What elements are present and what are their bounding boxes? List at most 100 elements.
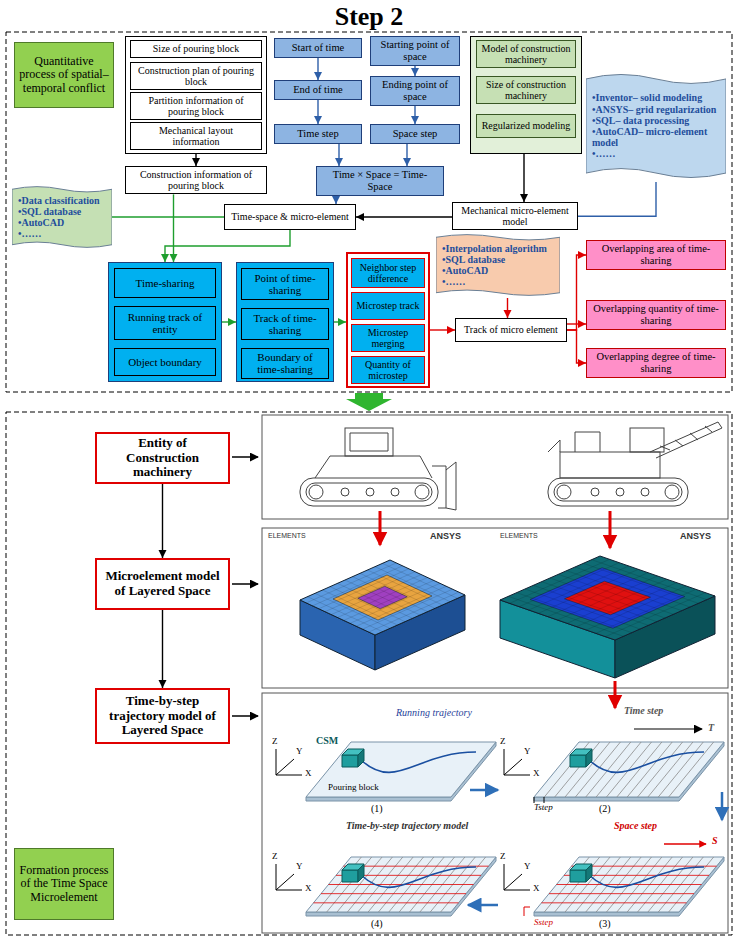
drawing-part (570, 870, 586, 882)
drawing-part (306, 483, 432, 501)
process-box: Space step (370, 124, 460, 144)
figure-label: X (305, 769, 312, 779)
figure-label: Space step (614, 820, 657, 831)
connector-arrow (173, 194, 174, 262)
connector-arrow (567, 330, 586, 363)
node-text: Neighbor step difference (356, 262, 420, 284)
node-text: •AutoCAD– micro-element model (592, 126, 720, 148)
drawing-part (586, 749, 592, 767)
drawing-part (12, 187, 112, 248)
connector-arrow (317, 58, 318, 80)
drawing-part (548, 478, 688, 506)
process-box: Starting point of space (370, 36, 460, 66)
figure-label: (3) (599, 918, 611, 929)
figure-label: X (305, 884, 312, 894)
node-text: Size of construction machinery (481, 79, 571, 101)
connector-arrow (430, 329, 455, 330)
process-box: Object boundary (114, 348, 216, 376)
drawing-part (504, 729, 724, 803)
node-text: •AutoCAD (442, 265, 488, 276)
drawing-part (6, 32, 732, 392)
drawing-part (300, 422, 722, 510)
process-box: Time × Space = Time-Space (316, 166, 444, 196)
node-text: Time-by-step trajectory model of Layered… (101, 694, 224, 738)
drawing-part (721, 792, 724, 820)
process-box: Construction plan of pouring block (130, 62, 262, 90)
node-text: Size of pouring block (153, 43, 239, 54)
stage-box: Time-by-step trajectory model of Layered… (95, 688, 230, 744)
connector-arrow (356, 216, 452, 217)
group-box: Model of construction machinerySize of c… (470, 36, 582, 154)
figure-label: Y (296, 862, 303, 872)
drawing-part (609, 511, 612, 548)
stage-box: Microelement model of Layered Space (95, 558, 230, 610)
figure-label: Pouring block (328, 783, 379, 793)
drawing-part (658, 742, 703, 797)
drawing-part (570, 755, 586, 767)
node-text: Model of construction machinery (481, 43, 571, 65)
drawing-part (331, 575, 421, 615)
node-text: •SQL database (18, 206, 81, 217)
process-box: Size of pouring block (130, 40, 262, 58)
diagram-title: Step 2 (0, 2, 738, 32)
drawing-part (369, 592, 459, 632)
drawing-part (468, 904, 498, 907)
drawing-part (350, 433, 388, 451)
figure-label: (4) (371, 918, 383, 929)
drawing-part (300, 560, 465, 635)
drawing-part (554, 483, 682, 501)
drawing-part (344, 580, 434, 620)
drawing-part (232, 583, 258, 585)
node-text: Mechanical layout information (135, 125, 257, 147)
node-text: Quantitative process of spatial–temporal… (19, 55, 109, 95)
node-text: •ANSYS– grid regularization (592, 104, 716, 115)
drawing-part (360, 573, 435, 608)
connector-arrow (112, 216, 224, 217)
drawing-part (309, 485, 323, 499)
drawing-part (321, 893, 466, 894)
node-text: Time step (297, 128, 338, 140)
drawing-part (549, 893, 694, 894)
process-box: Ending point of space (370, 76, 460, 106)
figure-label: Z (272, 852, 278, 862)
stage-box: Entity of Construction machinery (95, 432, 230, 484)
node-text: •…… (18, 228, 42, 239)
figure-label: Tstep (534, 803, 553, 813)
drawing-part (262, 693, 728, 933)
figure-label: ELEMENTS (500, 532, 538, 540)
drawing-part (634, 728, 702, 730)
node-text: Microelement model of Layered Space (101, 569, 224, 598)
drawing-part (557, 485, 571, 499)
node-text: •Interpolation algorithm (442, 243, 547, 254)
drawing-part (276, 742, 496, 801)
process-box: Microstep merging (351, 324, 425, 352)
drawing-part (432, 466, 446, 508)
drawing-part (375, 567, 450, 602)
process-box: Model of construction machinery (476, 40, 576, 68)
node-text: Running track of entity (119, 311, 211, 336)
group-box: Point of time-sharingTrack of time-shari… (236, 262, 334, 382)
drawing-part (616, 488, 624, 496)
connector-arrow (317, 100, 318, 124)
drawing-part (383, 563, 458, 598)
drawing-part (669, 742, 714, 797)
drawing-part (592, 560, 707, 600)
drawing-part (577, 583, 677, 627)
drawing-part (300, 478, 438, 506)
drawing-part (345, 428, 393, 456)
drawing-part (500, 556, 715, 640)
process-box: Quantity of microstep (351, 356, 425, 384)
node-text: Partition information of pouring block (135, 95, 257, 117)
drawing-part (567, 571, 682, 611)
connector-arrow (162, 484, 163, 558)
section-label: Quantitative process of spatial–temporal… (14, 42, 114, 108)
process-box: Regularized modeling (476, 114, 576, 138)
drawing-part (379, 511, 382, 545)
drawing-part (353, 577, 428, 612)
figure-label: CSM (316, 735, 338, 746)
tool-scroll: •Inventor– solid modeling•ANSYS– grid re… (586, 70, 726, 182)
figure-label: S (712, 835, 718, 846)
drawing-part (641, 488, 649, 496)
drawing-part (664, 843, 706, 845)
drawing-part (504, 844, 724, 916)
